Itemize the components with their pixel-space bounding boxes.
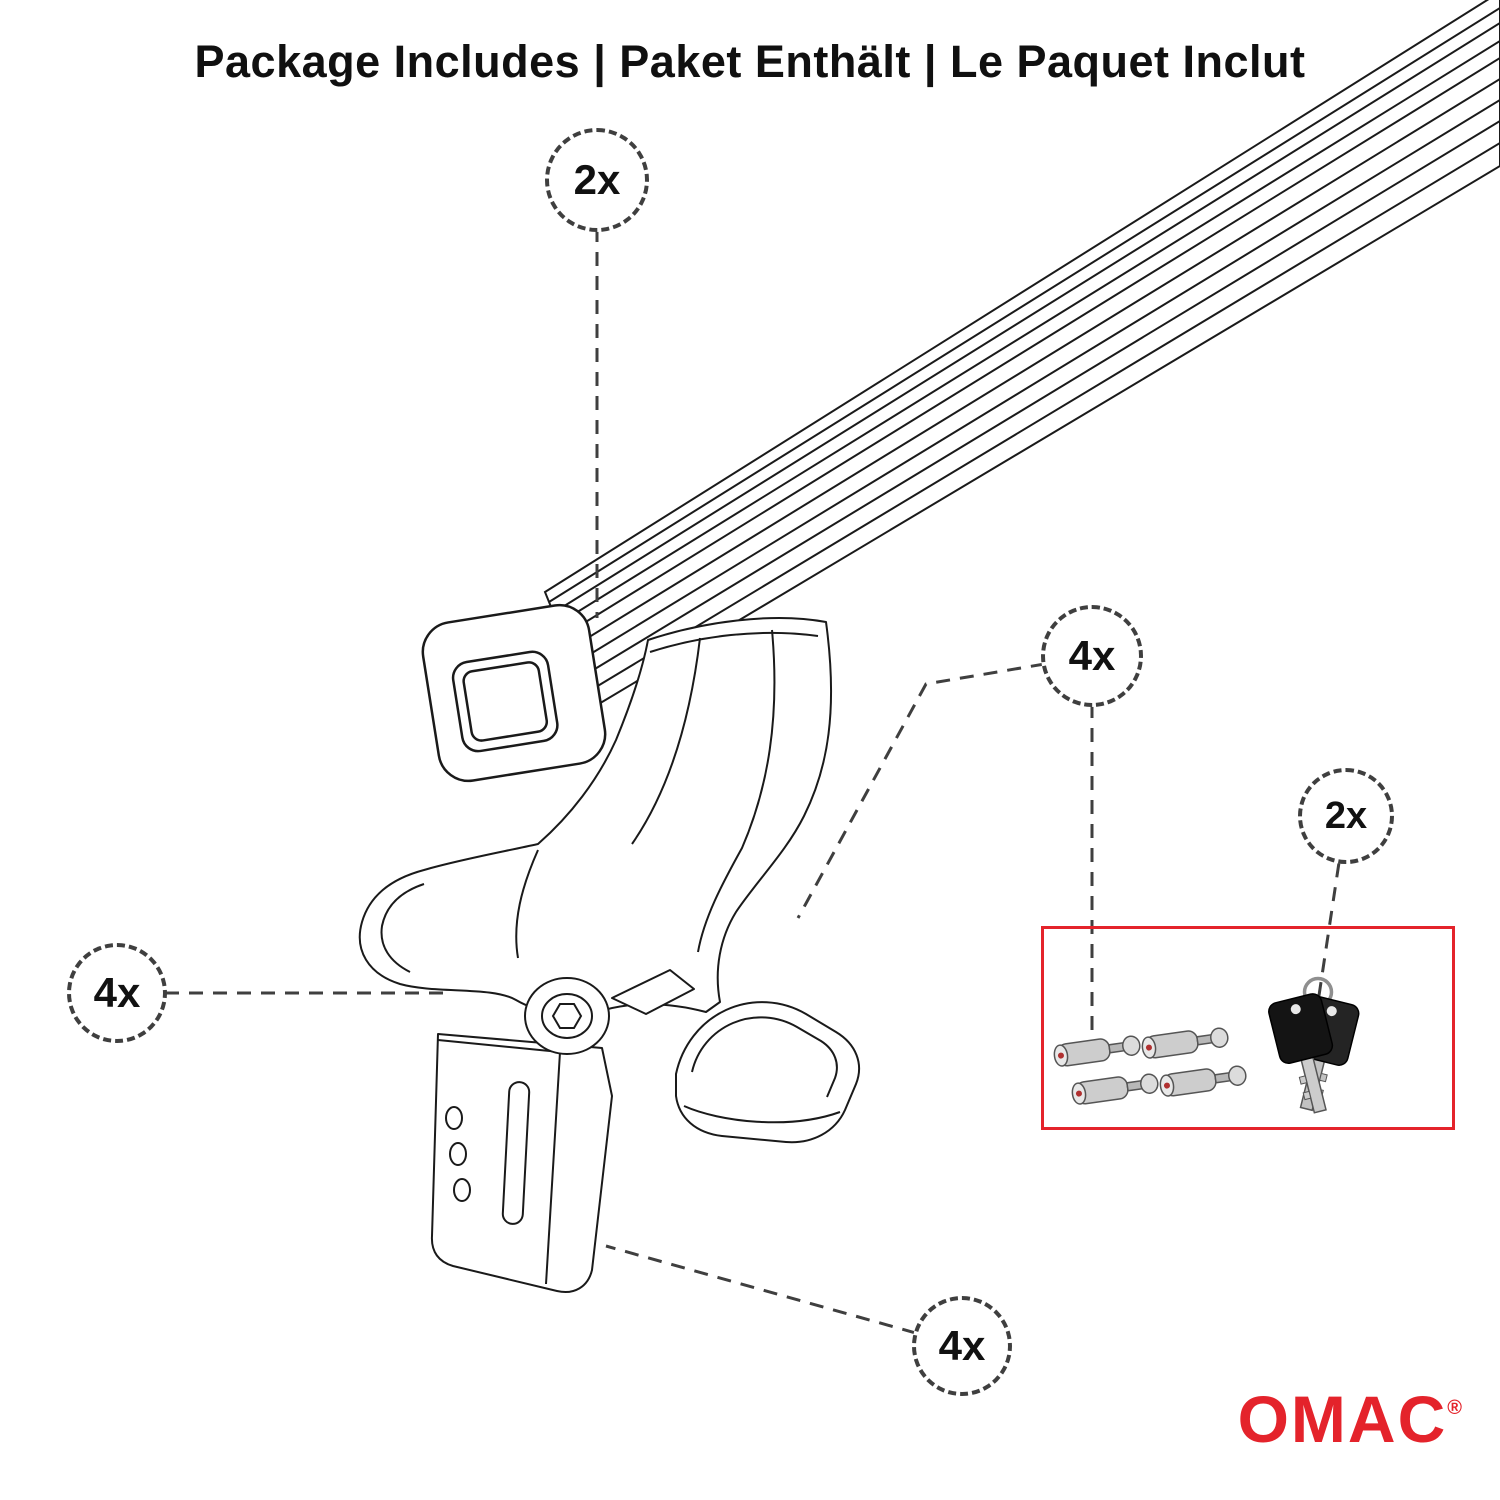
base-pad-icon (675, 1001, 861, 1144)
end-cap-icon (421, 603, 607, 783)
crossbar-icon (543, 0, 1500, 710)
callout-crossbar-label: 2x (573, 156, 621, 203)
page-title: Package Includes | Paket Enthält | Le Pa… (194, 36, 1306, 87)
leader-lines (117, 180, 1348, 1348)
included-parts-box (1041, 926, 1455, 1130)
leader-bracket (605, 1244, 963, 1348)
leader-lockset-left (796, 654, 1093, 919)
callout-lockset-qty: 4x (1041, 605, 1143, 707)
callout-bracket-label: 4x (938, 1322, 986, 1369)
bolt-head-icon (524, 977, 610, 1055)
lock-pins-icon (1053, 1027, 1247, 1105)
callout-bracket-qty: 4x (912, 1296, 1012, 1396)
brand-name: OMAC (1237, 1382, 1448, 1456)
keys-icon (1268, 976, 1360, 1114)
mounting-foot-icon (358, 617, 833, 1016)
callout-crossbar-qty: 2x (545, 128, 649, 232)
callout-foot-label: 4x (93, 969, 141, 1016)
callout-keys-qty: 2x (1298, 768, 1394, 864)
callout-keys-label: 2x (1324, 794, 1368, 837)
callout-foot-qty: 4x (67, 943, 167, 1043)
brand-logo: OMAC® (1238, 1386, 1462, 1452)
clamp-bracket-icon (430, 1033, 613, 1293)
registered-mark: ® (1447, 1397, 1462, 1419)
callout-lockset-label: 4x (1068, 632, 1116, 679)
